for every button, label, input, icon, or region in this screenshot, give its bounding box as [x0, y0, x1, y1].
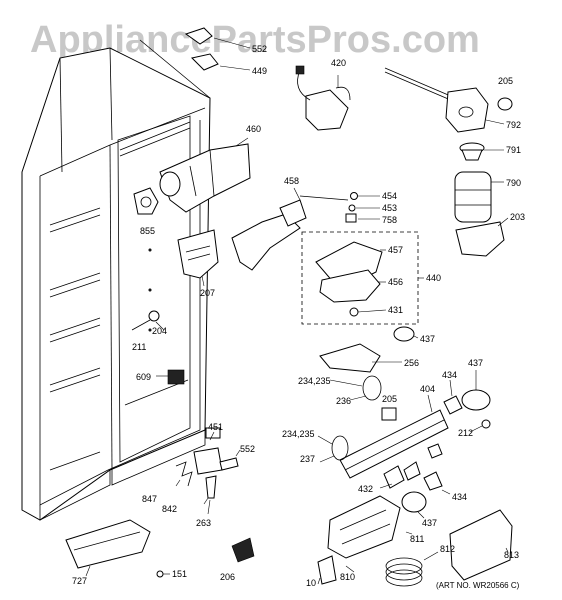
callout-434-upper: 434: [442, 370, 457, 380]
callout-449: 449: [252, 66, 267, 76]
callout-212: 212: [458, 428, 473, 438]
callout-847: 847: [142, 494, 157, 504]
callout-207: 207: [200, 288, 215, 298]
light-housing-404: [339, 394, 449, 479]
callout-206: 206: [220, 572, 235, 582]
callout-10: 10: [306, 578, 316, 588]
callout-552-lower: 552: [240, 444, 255, 454]
callout-811: 811: [410, 534, 424, 544]
callout-812: 812: [440, 544, 455, 554]
switch-609: [156, 369, 185, 385]
callout-432: 432: [358, 484, 373, 494]
callouts: 552 449 420 205 792 791 790 203 460 458 …: [72, 44, 525, 588]
callout-440: 440: [426, 273, 441, 283]
fridge-cabinet: [21, 39, 211, 521]
callout-263: 263: [196, 518, 211, 528]
callout-205-top: 205: [498, 76, 513, 86]
callout-813: 813: [504, 550, 519, 560]
screw-151: [156, 570, 170, 578]
bracket-458: [231, 187, 307, 271]
water-valve-tubing: [317, 495, 513, 587]
cover-207: [177, 229, 219, 287]
callout-457: 457: [388, 245, 403, 255]
callout-437-right: 437: [468, 358, 483, 368]
dispenser-duct: [159, 137, 251, 213]
callout-431: 431: [388, 305, 403, 315]
ring-234-235-lower: [317, 435, 349, 463]
callout-256: 256: [404, 358, 419, 368]
water-filter-assembly: [384, 67, 513, 257]
callout-460: 460: [246, 124, 261, 134]
callout-151: 151: [172, 569, 187, 579]
callout-758: 758: [382, 215, 397, 225]
bulb-437-upper: [393, 326, 419, 342]
callout-437-upper: 437: [420, 334, 435, 344]
screw-204: [131, 310, 165, 331]
callout-451: 451: [208, 422, 223, 432]
callout-234-235-lower: 234,235: [282, 429, 315, 439]
callout-842: 842: [162, 504, 177, 514]
toe-grille-727: [65, 519, 151, 577]
callout-234-235-upper: 234,235: [298, 376, 331, 386]
callout-437-lower: 437: [422, 518, 437, 528]
wiring-harness: [295, 65, 351, 131]
fasteners-454-453-758: [299, 192, 380, 223]
assembly-440-box: [301, 231, 424, 325]
socket-bulb-lower: [379, 443, 451, 519]
callout-420: 420: [331, 58, 346, 68]
art-number: (ART NO. WR20566 C): [436, 581, 520, 590]
callout-792: 792: [506, 120, 521, 130]
callout-609: 609: [136, 372, 151, 382]
callout-454: 454: [382, 191, 397, 201]
callout-458: 458: [284, 176, 299, 186]
callout-211: 211: [132, 342, 146, 352]
callout-791: 791: [506, 145, 521, 155]
callout-810: 810: [340, 572, 355, 582]
callout-790: 790: [506, 178, 521, 188]
damper-855: [133, 187, 159, 215]
callout-456: 456: [388, 277, 403, 287]
callout-404: 404: [420, 384, 435, 394]
bottom-hinge: [175, 427, 241, 515]
callout-434-lower: 434: [452, 492, 467, 502]
ring-234-235-upper: [329, 375, 382, 401]
lens-256: [319, 343, 402, 373]
socket-bulb-right: [443, 370, 491, 433]
callout-203: 203: [510, 212, 525, 222]
callout-855: 855: [140, 226, 155, 236]
top-hinge: [184, 27, 251, 71]
callout-204: 204: [152, 326, 167, 336]
callout-453: 453: [382, 203, 397, 213]
callout-237: 237: [300, 454, 315, 464]
callout-236: 236: [336, 396, 351, 406]
callout-205-lower: 205: [382, 394, 397, 404]
part-206: [231, 537, 255, 563]
callout-727: 727: [72, 576, 87, 586]
callout-552-top: 552: [252, 44, 267, 54]
